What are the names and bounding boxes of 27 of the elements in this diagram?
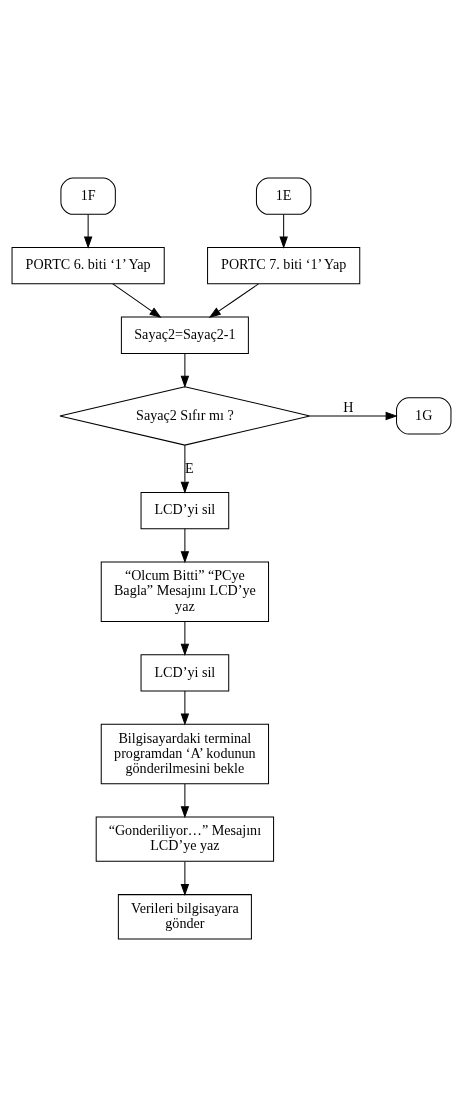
node-box: Sayaç2=Sayaç2-1 bbox=[120, 316, 249, 354]
node-box: 1E bbox=[255, 177, 312, 215]
edge-label: E bbox=[185, 459, 194, 476]
arrow bbox=[180, 783, 190, 819]
arrow bbox=[180, 444, 190, 494]
node-box: “Olcum Bitti” “PCye Bagla” Mesajını LCD’ye yaz bbox=[100, 561, 270, 622]
node-box: PORTC 7. biti ‘1’ Yap bbox=[207, 247, 361, 285]
arrow bbox=[180, 861, 190, 897]
node-box: LCD’yi sil bbox=[140, 654, 230, 692]
arrow bbox=[180, 528, 190, 564]
arrow bbox=[279, 214, 288, 249]
node-box: “Gonderiliyor…” Mesajını LCD’ye yaz bbox=[95, 816, 275, 862]
node-box: 1G bbox=[396, 397, 452, 435]
arrow bbox=[208, 283, 259, 318]
node-box: PORTC 6. biti ‘1’ Yap bbox=[11, 247, 165, 285]
arrow bbox=[180, 621, 190, 656]
node-diamond: Sayaç2 Sıfır mı ? bbox=[59, 386, 311, 446]
arrow bbox=[180, 690, 190, 726]
node-box: Verileri bilgisayara gönder bbox=[117, 894, 252, 940]
node-box: 1F bbox=[60, 177, 116, 215]
arrow bbox=[112, 283, 162, 318]
arrow bbox=[83, 214, 93, 249]
node-box: LCD’yi sil bbox=[140, 491, 230, 530]
node-box: Bilgisayardaki terminal programdan ‘A’ kodunun gönderilmesini bekle bbox=[100, 723, 270, 785]
arrow bbox=[180, 353, 190, 388]
arrow bbox=[309, 411, 398, 421]
edge-label: H bbox=[343, 399, 354, 416]
